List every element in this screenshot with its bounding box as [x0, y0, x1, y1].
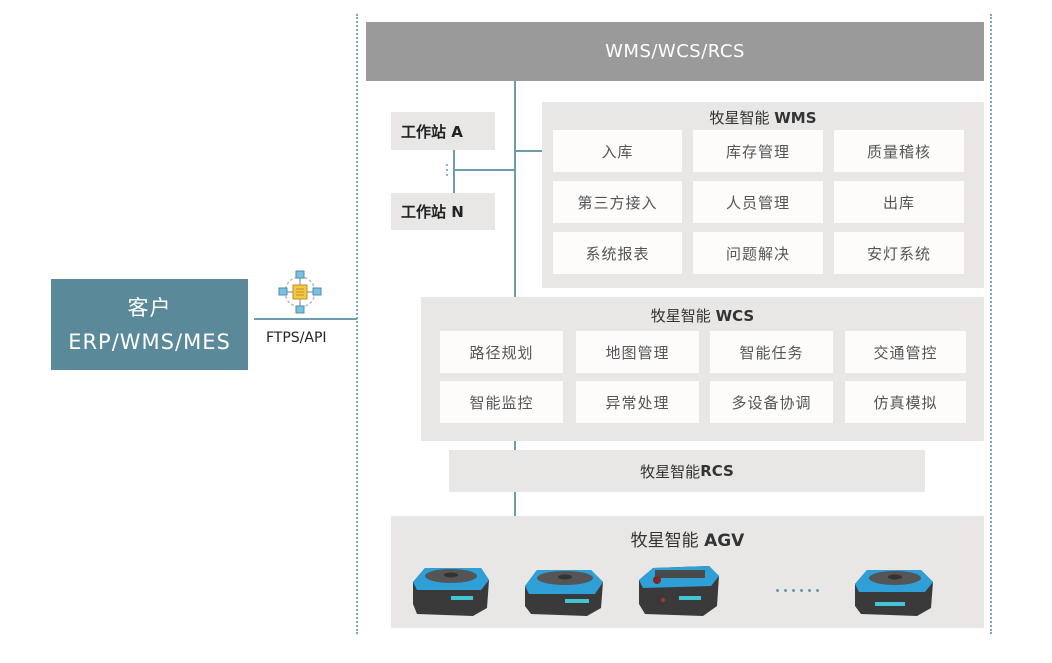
wms-cell-problem-solving[interactable]: 问题解决 — [693, 232, 823, 274]
wms-panel: 牧星智能 WMS 入库 库存管理 质量稽核 第三方接入 人员管理 出库 系统报表… — [542, 102, 984, 288]
wms-cell-andon[interactable]: 安灯系统 — [834, 232, 964, 274]
wcs-cell-smart-task[interactable]: 智能任务 — [710, 331, 833, 373]
wms-cell-outbound[interactable]: 出库 — [834, 181, 964, 223]
agv-title-prefix: 牧星智能 — [630, 531, 705, 551]
station-ellipsis-dots — [446, 164, 448, 176]
customer-line2: ERP/WMS/MES — [68, 329, 231, 354]
wcs-cell-smart-monitoring[interactable]: 智能监控 — [440, 381, 563, 423]
station-vertical-line — [453, 150, 455, 193]
wms-cell-quality[interactable]: 质量稽核 — [834, 130, 964, 172]
wms-cell-label: 出库 — [882, 193, 915, 212]
wms-connector-line — [514, 150, 542, 152]
wcs-cell-traffic-control[interactable]: 交通管控 — [845, 331, 966, 373]
wcs-title-prefix: 牧星智能 — [650, 307, 716, 325]
system-header: WMS/WCS/RCS — [366, 22, 984, 81]
wcs-cell-label: 仿真模拟 — [873, 393, 938, 412]
agv-robot-1-icon — [413, 568, 489, 616]
wcs-title: 牧星智能 WCS — [421, 305, 984, 326]
wcs-cell-exception-handling[interactable]: 异常处理 — [576, 381, 699, 423]
agv-panel: 牧星智能 AGV — [391, 516, 984, 628]
wcs-cell-label: 交通管控 — [873, 343, 938, 362]
wms-cell-label: 安灯系统 — [866, 244, 931, 263]
wms-cell-label: 第三方接入 — [577, 193, 658, 212]
wms-cell-label: 入库 — [601, 142, 634, 161]
agv-ellipsis-dots — [776, 589, 819, 592]
wms-cell-label: 库存管理 — [725, 142, 790, 161]
workstation-a-label: 工作站 A — [401, 122, 463, 141]
wcs-title-bold: WCS — [715, 307, 755, 325]
wcs-rcs-connector — [514, 441, 516, 450]
customer-system-box[interactable]: 客户 ERP/WMS/MES — [51, 279, 248, 370]
agv-title-bold: AGV — [704, 531, 745, 551]
wcs-cell-label: 路径规划 — [469, 343, 534, 362]
wms-cell-personnel[interactable]: 人员管理 — [693, 181, 823, 223]
wms-title: 牧星智能 WMS — [542, 107, 984, 128]
wms-cell-label: 问题解决 — [725, 244, 790, 263]
wms-title-bold: WMS — [774, 109, 817, 127]
protocol-label: FTPS/API — [266, 330, 327, 346]
agv-robot-4-icon — [855, 570, 933, 616]
wcs-cell-label: 地图管理 — [605, 343, 670, 362]
rcs-panel[interactable]: 牧星智能 RCS — [449, 450, 925, 492]
rcs-title-prefix: 牧星智能 — [640, 462, 701, 481]
wcs-cell-multi-device[interactable]: 多设备协调 — [710, 381, 833, 423]
agv-robot-2-icon — [525, 570, 603, 616]
wcs-cell-simulation[interactable]: 仿真模拟 — [845, 381, 966, 423]
wms-cell-inbound[interactable]: 入库 — [553, 130, 682, 172]
system-header-title: WMS/WCS/RCS — [605, 41, 745, 62]
station-connector-line — [454, 169, 515, 171]
wms-cell-inventory[interactable]: 库存管理 — [693, 130, 823, 172]
wms-cell-label: 系统报表 — [585, 244, 650, 263]
workstation-n-label: 工作站 N — [401, 203, 464, 221]
rcs-title-bold: RCS — [700, 462, 734, 480]
wcs-cell-label: 智能监控 — [469, 393, 534, 412]
wms-cell-label: 人员管理 — [725, 193, 790, 212]
main-connector-line — [514, 81, 516, 297]
system-boundary-right — [990, 14, 992, 634]
agv-robot-3-icon — [639, 566, 719, 616]
wcs-cell-path-planning[interactable]: 路径规划 — [440, 331, 563, 373]
wcs-panel: 牧星智能 WCS 路径规划 地图管理 智能任务 交通管控 智能监控 异常处理 多… — [421, 297, 984, 441]
wcs-cell-label: 异常处理 — [605, 393, 670, 412]
system-boundary-left — [356, 14, 358, 634]
workstation-n[interactable]: 工作站 N — [391, 193, 495, 230]
wms-title-prefix: 牧星智能 — [709, 109, 775, 127]
wcs-cell-label: 多设备协调 — [731, 393, 812, 412]
wcs-cell-map-management[interactable]: 地图管理 — [576, 331, 699, 373]
wms-cell-reports[interactable]: 系统报表 — [553, 232, 682, 274]
rcs-agv-connector — [514, 492, 516, 516]
workstation-a[interactable]: 工作站 A — [391, 112, 495, 150]
wcs-cell-label: 智能任务 — [739, 343, 804, 362]
wms-cell-label: 质量稽核 — [866, 142, 931, 161]
network-hub-icon — [278, 270, 322, 314]
customer-line1: 客户 — [127, 295, 172, 320]
agv-title: 牧星智能 AGV — [391, 526, 984, 551]
wms-cell-third-party[interactable]: 第三方接入 — [553, 181, 682, 223]
protocol-connector-line — [254, 318, 357, 320]
